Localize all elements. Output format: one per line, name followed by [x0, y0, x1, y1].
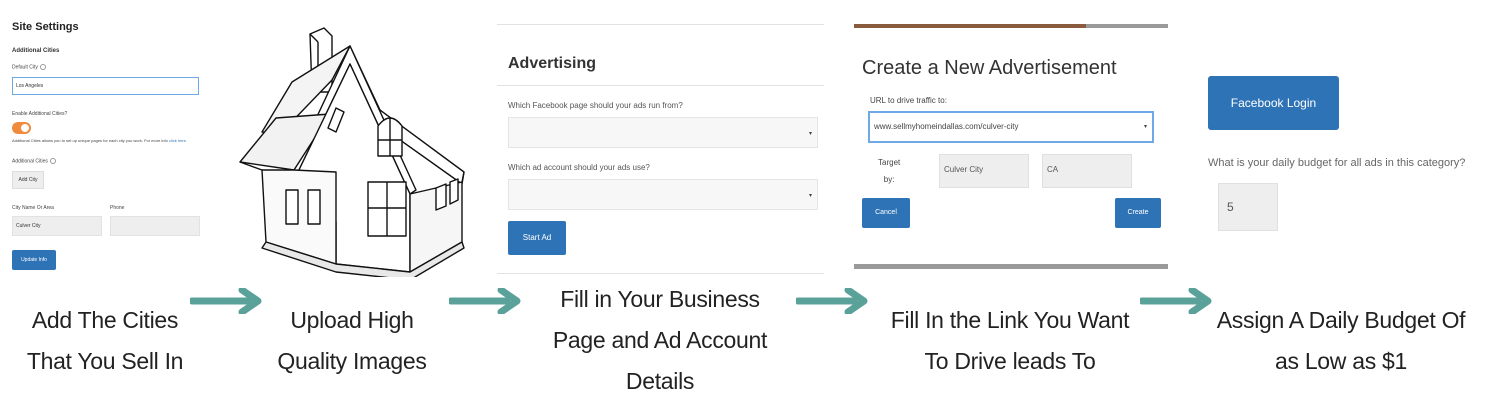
city-name-label: City Name Or Area	[12, 205, 54, 211]
progress-bar	[854, 24, 1168, 28]
default-city-label: Default City	[12, 64, 46, 70]
additional-cities-description: Additional Cities allows you to set up u…	[12, 138, 212, 143]
info-icon[interactable]	[39, 64, 46, 70]
site-settings-panel: Site Settings Additional Cities Default …	[0, 0, 215, 280]
enable-additional-cities-label: Enable Additional Cities?	[12, 111, 68, 117]
caption-step-3-line2: Page and Ad Account	[552, 327, 768, 353]
house-illustration	[232, 22, 472, 281]
description-text: Additional Cities allows you to set up u…	[12, 138, 168, 143]
dropdown-caret-icon: ▾	[1143, 124, 1147, 130]
right-arrow-icon	[449, 288, 521, 314]
caption-step-3-line3: Details	[625, 368, 695, 394]
ad-account-question: Which ad account should your ads use?	[508, 163, 650, 172]
advertising-title: Advertising	[508, 55, 597, 72]
toggle-knob	[21, 124, 29, 132]
url-label: URL to drive traffic to:	[870, 96, 947, 105]
left-window-2	[307, 189, 321, 225]
target-city-input[interactable]: Culver City	[939, 154, 1029, 188]
url-select[interactable]: www.sellmyhomeindallas.com/culver-city ▾	[868, 111, 1154, 143]
city-name-input[interactable]: Culver City	[12, 216, 102, 236]
phone-input[interactable]	[110, 216, 200, 236]
url-value: www.sellmyhomeindallas.com/culver-city	[874, 122, 1019, 131]
caption-step-3: Fill in Your Business Page and Ad Accoun…	[530, 279, 790, 402]
caption-step-1: Add The Cities That You Sell In	[10, 300, 200, 382]
facebook-page-select[interactable]: ▾	[508, 117, 818, 148]
click-here-link[interactable]: click here.	[168, 138, 187, 143]
caption-step-5: Assign A Daily Budget Of as Low as $1	[1210, 300, 1472, 382]
create-ad-title: Create a New Advertisement	[862, 57, 1117, 79]
caption-step-4-line1: Fill In the Link You Want	[890, 307, 1130, 333]
dropdown-caret-icon: ▾	[808, 193, 812, 199]
target-label-line1: Target	[878, 158, 901, 167]
phone-label: Phone	[110, 205, 125, 211]
progress-bar-fill	[854, 24, 1087, 28]
create-button[interactable]: Create	[1115, 198, 1161, 228]
dropdown-caret-icon: ▾	[808, 131, 812, 137]
side-window-1	[435, 183, 447, 211]
caption-step-2: Upload High Quality Images	[262, 300, 442, 382]
target-label: Target by:	[878, 158, 900, 184]
right-arrow-icon	[796, 288, 868, 314]
daily-budget-question: What is your daily budget for all ads in…	[1208, 157, 1466, 169]
ad-account-select[interactable]: ▾	[508, 179, 818, 210]
update-info-button[interactable]: Update Info	[12, 250, 56, 270]
right-arrow-icon	[190, 288, 262, 314]
additional-cities-label: Additional Cities	[12, 158, 56, 164]
caption-step-1-line1: Add The Cities	[31, 307, 179, 333]
house-drawing	[239, 27, 465, 281]
facebook-login-button[interactable]: Facebook Login	[1208, 76, 1339, 130]
caption-step-2-line1: Upload High	[290, 307, 414, 333]
daily-budget-input[interactable]: 5	[1218, 183, 1278, 231]
budget-panel: Facebook Login What is your daily budget…	[1200, 60, 1498, 250]
caption-step-1-line2: That You Sell In	[26, 348, 184, 374]
bottom-rule	[854, 264, 1168, 269]
default-city-input[interactable]: Los Angeles	[12, 77, 199, 95]
additional-cities-heading: Additional Cities	[12, 48, 60, 54]
caption-step-5-line1: Assign A Daily Budget Of	[1216, 307, 1466, 333]
left-window-1	[285, 189, 299, 225]
facebook-page-question: Which Facebook page should your ads run …	[508, 101, 683, 110]
target-state-input[interactable]: CA	[1042, 154, 1132, 188]
caption-step-5-line2: as Low as $1	[1275, 348, 1407, 374]
caption-step-3-line1: Fill in Your Business	[560, 286, 760, 312]
target-label-line2: by:	[883, 175, 895, 184]
advertising-panel: Advertising Which Facebook page should y…	[497, 24, 824, 274]
caption-step-2-line2: Quality Images	[277, 348, 427, 374]
info-icon[interactable]	[49, 158, 56, 164]
cancel-button[interactable]: Cancel	[862, 198, 910, 228]
site-settings-title: Site Settings	[12, 21, 79, 33]
add-city-button[interactable]: Add City	[12, 171, 44, 189]
dormer-window	[327, 107, 345, 133]
divider	[497, 85, 824, 86]
right-arrow-icon	[1140, 288, 1212, 314]
additional-cities-label-text: Additional Cities	[12, 158, 48, 165]
caption-step-4-line2: To Drive leads To	[924, 348, 1096, 374]
caption-step-4: Fill In the Link You Want To Drive leads…	[880, 300, 1140, 382]
start-ad-button[interactable]: Start Ad	[508, 221, 566, 255]
create-ad-panel: Create a New Advertisement URL to drive …	[854, 24, 1168, 269]
default-city-label-text: Default City	[12, 64, 38, 71]
enable-additional-cities-toggle[interactable]	[12, 122, 31, 134]
